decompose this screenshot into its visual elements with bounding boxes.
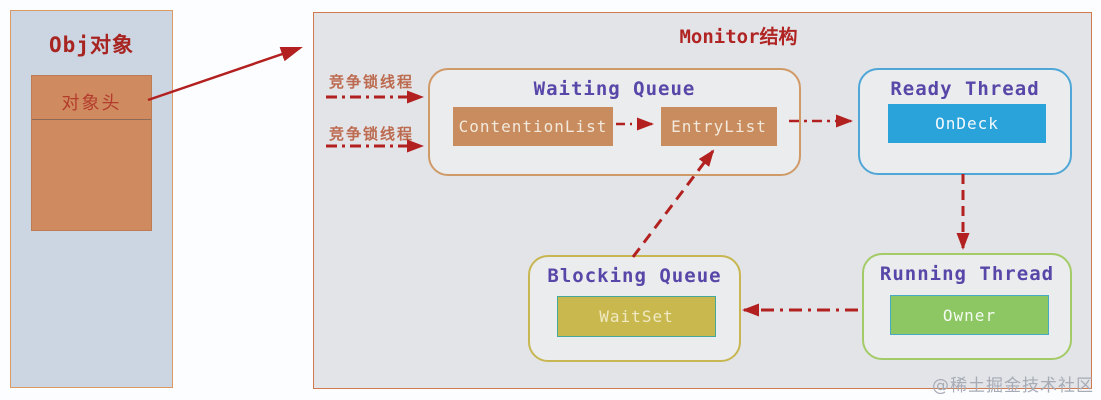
- watermark-text: @稀土掘金技术社区: [932, 376, 1094, 396]
- ready-thread-group: Ready Thread OnDeck: [858, 68, 1072, 175]
- running-thread-title: Running Thread: [879, 263, 1055, 285]
- blocking-queue-group: Blocking Queue WaitSet: [528, 255, 741, 362]
- monitor-title: Monitor结构: [679, 26, 798, 48]
- ready-thread-title: Ready Thread: [890, 78, 1040, 100]
- object-header-label: 对象头: [61, 93, 122, 114]
- ondeck-box: OnDeck: [888, 104, 1046, 143]
- contention-list-box: ContentionList: [453, 107, 613, 146]
- waitset-box: WaitSet: [557, 296, 716, 337]
- obj-object-box: Obj对象 对象头: [10, 10, 173, 388]
- waiting-queue-group: Waiting Queue ContentionList EntryList: [428, 68, 801, 176]
- object-header-divider: [32, 119, 151, 120]
- obj-box-title: Obj对象: [49, 33, 134, 57]
- blocking-queue-title: Blocking Queue: [547, 265, 722, 287]
- object-header-box: 对象头: [31, 75, 152, 231]
- contending-thread-label-1: 竞争锁线程: [329, 73, 415, 91]
- owner-box: Owner: [890, 295, 1049, 335]
- contending-thread-label-2: 竞争锁线程: [329, 125, 415, 143]
- entry-list-box: EntryList: [661, 107, 777, 146]
- running-thread-group: Running Thread Owner: [862, 253, 1072, 360]
- waiting-queue-title: Waiting Queue: [533, 78, 696, 100]
